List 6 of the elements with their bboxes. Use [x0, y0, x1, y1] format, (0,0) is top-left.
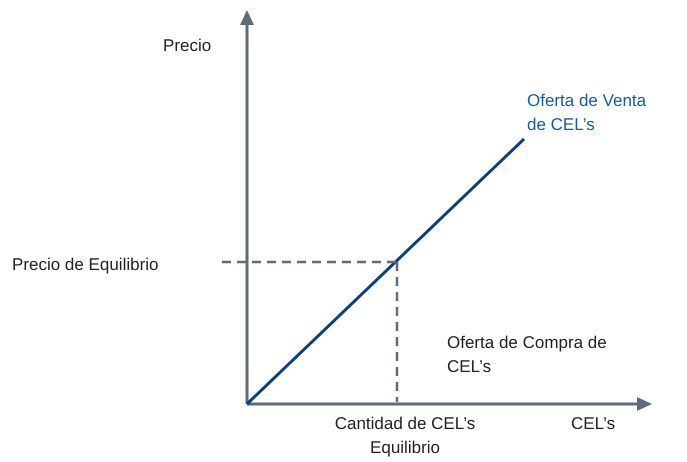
curve-label: Oferta de Compra de CEL’s — [447, 332, 607, 378]
axis-title: CEL’s — [571, 413, 616, 435]
axis-value-label: Precio de Equilibrio — [12, 254, 158, 276]
axis-title: Precio — [163, 35, 212, 57]
axis-value-label: Cantidad de CEL’s Equilibrio — [334, 413, 476, 459]
curve-label: Oferta de Venta de CEL’s — [527, 90, 648, 136]
